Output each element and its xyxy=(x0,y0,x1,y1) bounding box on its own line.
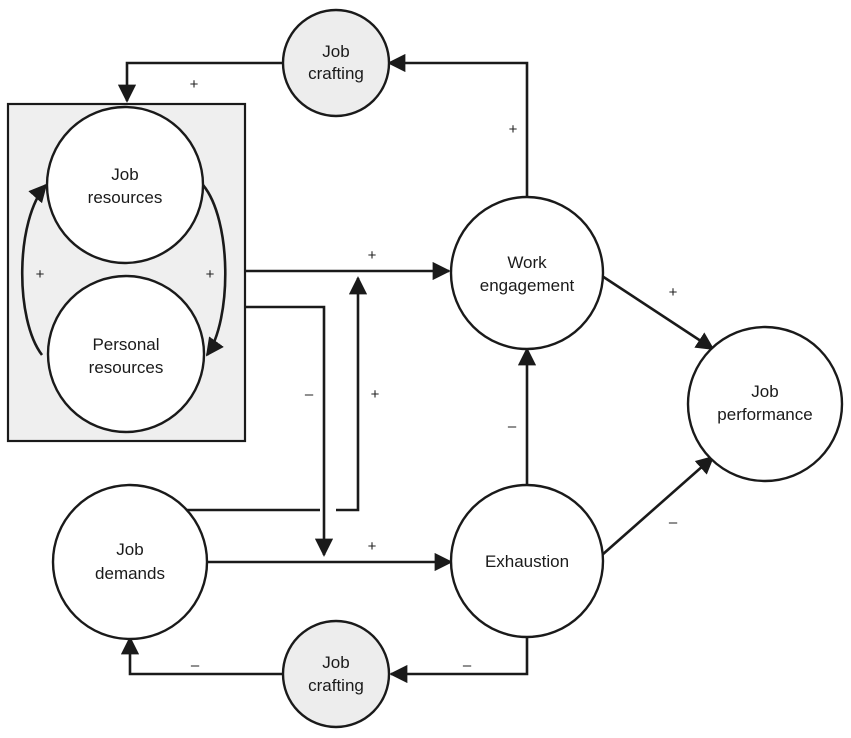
edge-exhaustion-to-performance xyxy=(601,455,715,556)
edge-exhaustion-to-crafting xyxy=(389,636,529,684)
node-job-crafting-bottom: Job crafting xyxy=(281,619,391,729)
node-personal-resources: Personal resources xyxy=(46,274,206,434)
edge-crafting-to-resources xyxy=(117,61,283,103)
sign-resources-to-engagement: + xyxy=(368,247,377,264)
edge-job-to-personal-resources xyxy=(201,184,227,357)
node-label: resources xyxy=(88,188,163,207)
node-label: Job xyxy=(111,165,138,184)
node-label: Job xyxy=(322,42,349,61)
sign-exhaustion-to-engagement: – xyxy=(508,418,517,435)
sign-exhaustion-to-performance: – xyxy=(669,514,678,531)
sign-exhaustion-to-crafting: – xyxy=(463,657,472,674)
node-job-performance: Job performance xyxy=(686,325,844,483)
sign-job-to-personal: + xyxy=(206,266,215,283)
node-label: Work xyxy=(507,253,547,272)
node-label: engagement xyxy=(480,276,575,295)
sign-demands-to-exhaustion: + xyxy=(368,538,377,555)
node-label: Personal xyxy=(92,335,159,354)
sign-engagement-to-crafting: + xyxy=(509,121,518,138)
node-label: Exhaustion xyxy=(485,552,569,571)
sign-engagement-to-performance: + xyxy=(669,284,678,301)
node-label: crafting xyxy=(308,64,364,83)
sign-crafting-to-demands: – xyxy=(191,657,200,674)
node-label: Job xyxy=(751,382,778,401)
sign-crafting-to-resources: + xyxy=(190,76,199,93)
edge-demands-to-engagement-seg2 xyxy=(336,276,368,512)
node-label: crafting xyxy=(308,676,364,695)
node-job-demands: Job demands xyxy=(51,483,209,641)
edge-engagement-to-performance xyxy=(601,274,715,351)
node-job-crafting-top: Job crafting xyxy=(281,8,391,118)
node-job-resources: Job resources xyxy=(45,105,205,265)
sign-demands-to-engagement: + xyxy=(371,386,380,403)
sign-resources-to-exhaustion: – xyxy=(305,386,314,403)
sign-personal-to-job: + xyxy=(36,266,45,283)
edge-crafting-to-demands xyxy=(120,636,283,676)
edge-resources-to-demands-exhaustion xyxy=(245,305,334,557)
node-work-engagement: Work engagement xyxy=(449,195,605,351)
edge-engagement-to-crafting xyxy=(387,53,529,197)
node-label: Job xyxy=(322,653,349,672)
node-label: resources xyxy=(89,358,164,377)
node-label: performance xyxy=(717,405,812,424)
node-label: demands xyxy=(95,564,165,583)
node-label: Job xyxy=(116,540,143,559)
edge-personal-to-job-resources xyxy=(20,183,48,356)
node-exhaustion: Exhaustion xyxy=(449,483,605,639)
